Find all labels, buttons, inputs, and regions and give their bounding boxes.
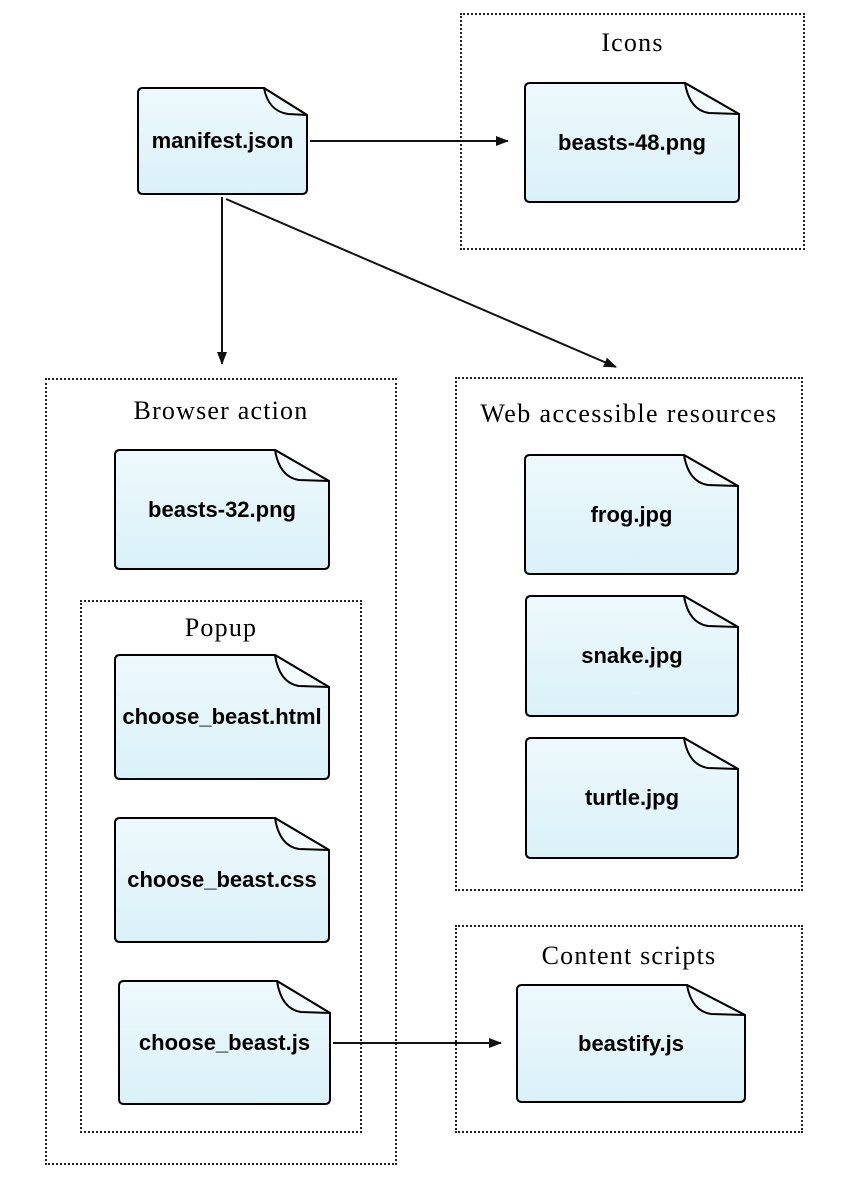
file-label: choose_beast.html [122, 704, 322, 729]
file-node-beasts-32-png: beasts-32.png [112, 447, 332, 572]
document-icon [524, 454, 739, 575]
file-node-turtle-jpg: turtle.jpg [523, 735, 741, 861]
group-title-content-scripts: Content scripts [541, 941, 717, 970]
file-node-choose-beast-css: choose_beast.css [112, 815, 332, 945]
file-node-choose-beast-js: choose_beast.js [116, 978, 333, 1107]
document-icon [137, 87, 308, 195]
file-node-manifest-json: manifest.json [135, 85, 310, 197]
file-label: choose_beast.css [127, 867, 317, 892]
file-label: beasts-48.png [558, 129, 706, 155]
group-title-popup: Popup [184, 613, 258, 642]
group-title-icons: Icons [601, 28, 664, 57]
group-title-web-accessible-resources: Web accessible resources [480, 399, 778, 428]
file-label: turtle.jpg [584, 785, 680, 810]
document-icon [525, 595, 739, 717]
file-node-frog-jpg: frog.jpg [522, 452, 741, 577]
document-icon [114, 449, 330, 570]
file-label: beastify.js [578, 1030, 684, 1056]
file-label: manifest.json [151, 128, 294, 153]
group-box-content-scripts: Content scripts [455, 925, 803, 1133]
file-label: snake.jpg [581, 643, 683, 668]
group-box-browser-action: Browser action [45, 378, 397, 1165]
document-icon [114, 817, 330, 943]
file-label: choose_beast.js [138, 1029, 311, 1055]
file-label: frog.jpg [590, 501, 673, 527]
group-box-popup: Popup [80, 600, 362, 1133]
file-node-beastify-js: beastify.js [514, 982, 748, 1105]
document-icon [114, 654, 330, 780]
file-node-beasts-48-png: beasts-48.png [522, 80, 742, 205]
file-label: beasts-32.png [148, 496, 296, 522]
file-node-choose-beast-html: choose_beast.html [112, 652, 332, 782]
group-box-icons: Icons [460, 13, 805, 250]
document-icon [118, 980, 331, 1105]
file-node-snake-jpg: snake.jpg [523, 593, 741, 719]
document-icon [516, 984, 746, 1103]
group-title-browser-action: Browser action [133, 396, 309, 425]
document-icon [525, 737, 739, 859]
group-box-web-accessible-resources: Web accessible resources [455, 377, 803, 891]
